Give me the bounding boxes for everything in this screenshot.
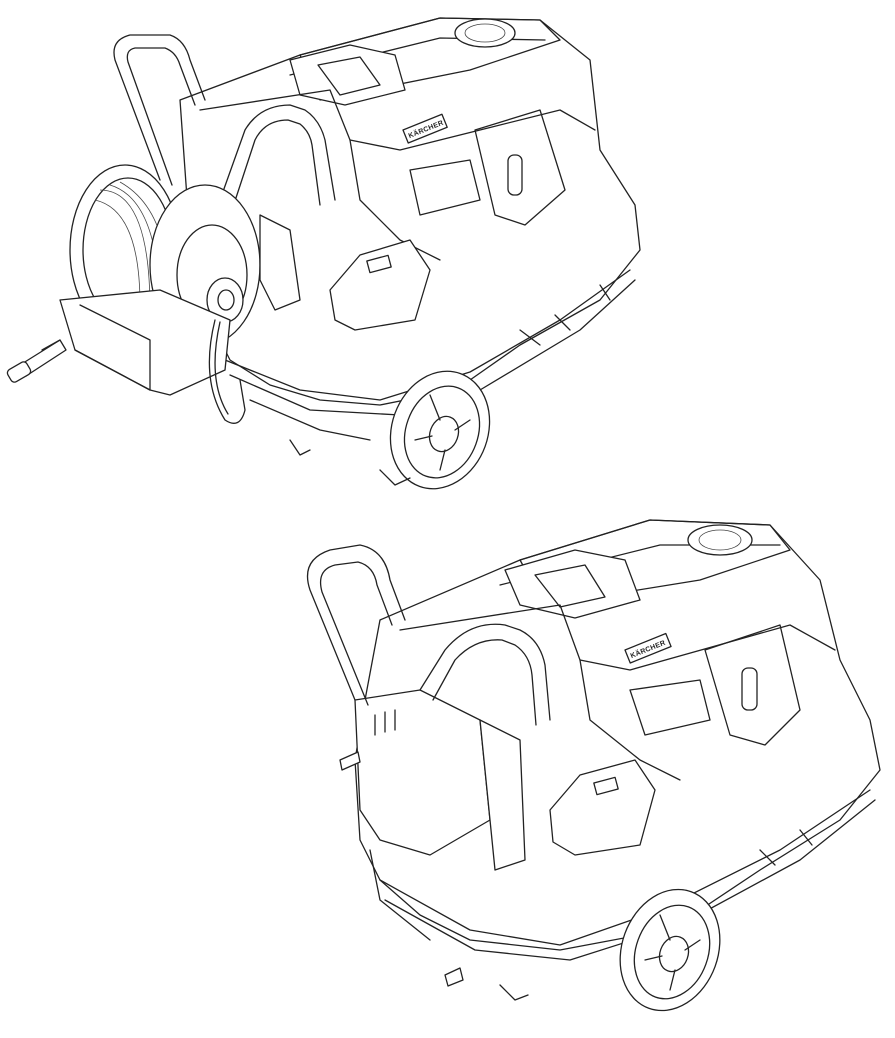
top-vent — [687, 524, 753, 556]
top-vent — [454, 18, 516, 48]
selector-knob — [741, 667, 758, 711]
machine-body — [179, 17, 641, 406]
machine-body — [354, 519, 881, 951]
rear-cover — [354, 689, 491, 856]
wheel — [619, 888, 721, 1012]
machine-with-hose-reel: KÄRCHER — [6, 17, 641, 490]
wheel — [389, 370, 491, 490]
tank-opening — [504, 549, 641, 619]
machine-without-hose-reel: KÄRCHER — [306, 519, 881, 1012]
selector-knob — [507, 154, 523, 196]
inlet-fitting — [339, 751, 361, 771]
push-handle — [113, 34, 206, 181]
detergent-drawer — [549, 759, 656, 856]
push-handle — [306, 544, 406, 701]
detergent-drawer — [329, 239, 431, 331]
hose-connector — [6, 339, 67, 383]
